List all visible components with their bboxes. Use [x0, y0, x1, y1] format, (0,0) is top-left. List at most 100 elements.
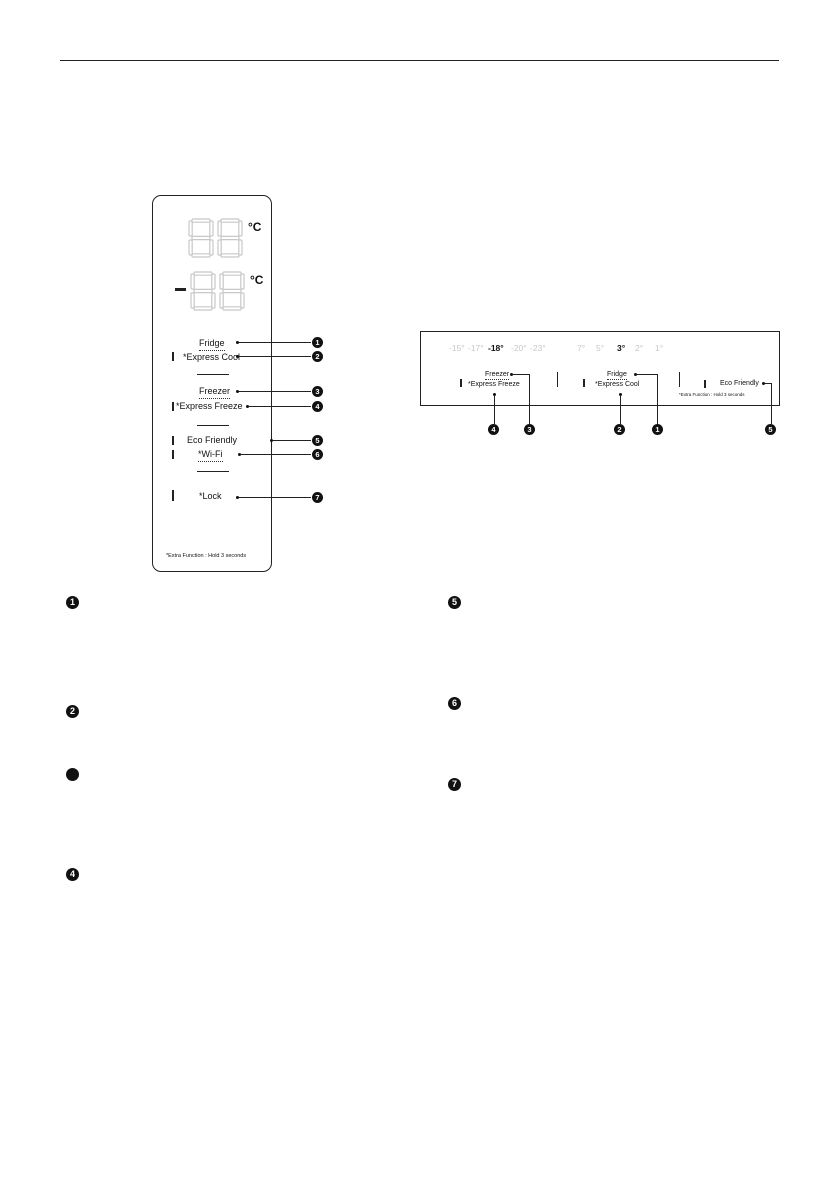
- fridge-temp-option: 1°: [655, 343, 664, 353]
- display-segment: [220, 218, 240, 223]
- eco-friendly-button[interactable]: Eco Friendly: [187, 435, 238, 445]
- display-segment: [217, 220, 222, 237]
- divider: [679, 372, 680, 387]
- express-cool-indicator: [172, 352, 174, 361]
- express-cool-button[interactable]: *Express Cool: [183, 352, 241, 362]
- description-marker-5: 5: [448, 596, 461, 609]
- leader-line: [771, 383, 772, 424]
- divider: [557, 372, 558, 387]
- express-freeze-indicator: [460, 379, 462, 387]
- display-segment: [217, 239, 222, 256]
- display-segment: [193, 288, 213, 294]
- eco-friendly-indicator: [172, 436, 174, 445]
- leader-line: [529, 374, 530, 424]
- leader-line: [513, 374, 529, 375]
- divider: [197, 471, 229, 472]
- display-segment: [222, 306, 242, 311]
- top-rule: [60, 60, 779, 61]
- fridge-temp-selected: 3°: [617, 343, 626, 353]
- fridge-button[interactable]: Fridge: [199, 338, 225, 351]
- freezer-temp-option: -20°: [511, 343, 527, 353]
- leader-dot: [634, 373, 637, 376]
- display-segment: [222, 288, 242, 294]
- display-segment: [191, 218, 211, 223]
- freezer-temp-option: -17°: [468, 343, 484, 353]
- leader-line: [241, 454, 311, 455]
- display-segment: [219, 292, 224, 309]
- callout-4: 4: [488, 424, 499, 435]
- lock-indicator: [172, 490, 174, 501]
- leader-dot: [236, 496, 239, 499]
- leader-dot: [762, 382, 765, 385]
- fridge-temp-option: 7°: [577, 343, 586, 353]
- freezer-unit-label: °C: [250, 273, 264, 287]
- display-segment: [222, 271, 242, 276]
- leader-dot: [510, 373, 513, 376]
- leader-line: [239, 356, 311, 357]
- display-segment: [220, 235, 240, 241]
- leader-line: [765, 383, 771, 384]
- fridge-unit-label: °C: [248, 220, 262, 234]
- leader-dot: [270, 439, 273, 442]
- display-segment: [220, 253, 240, 258]
- leader-dot: [493, 393, 496, 396]
- leader-dot: [238, 453, 241, 456]
- leader-dot: [236, 355, 239, 358]
- display-segment: [209, 220, 214, 237]
- wifi-button[interactable]: *Wi-Fi: [198, 449, 223, 462]
- description-marker-3: [66, 768, 79, 781]
- leader-dot: [246, 405, 249, 408]
- display-segment: [209, 239, 214, 256]
- extra-function-footnote: *Extra Function : Hold 3 seconds: [679, 392, 745, 397]
- display-segment: [188, 239, 193, 256]
- express-cool-button[interactable]: *Express Cool: [595, 381, 640, 388]
- fridge-temperature-display: °C: [187, 218, 261, 260]
- fridge-button[interactable]: Fridge: [607, 371, 627, 380]
- leader-line: [249, 406, 311, 407]
- vertical-control-panel: °C °C Fridge *Express Cool Freezer *Expr…: [152, 195, 272, 572]
- leader-dot: [236, 390, 239, 393]
- callout-1: 1: [312, 337, 323, 348]
- display-segment: [193, 306, 213, 311]
- horizontal-control-panel: -15° -17° -18° -20° -23° 7° 5° 3° 2° 1° …: [420, 331, 780, 406]
- freezer-temp-option: -23°: [530, 343, 546, 353]
- description-marker-1: 1: [66, 596, 79, 609]
- callout-2: 2: [312, 351, 323, 362]
- display-segment: [193, 271, 213, 276]
- description-marker-4: 4: [66, 868, 79, 881]
- fridge-temp-option: 2°: [635, 343, 644, 353]
- display-segment: [238, 239, 243, 256]
- freezer-seven-segment-digits: [190, 271, 245, 311]
- display-segment: [211, 292, 216, 309]
- eco-friendly-button[interactable]: Eco Friendly: [720, 380, 759, 387]
- display-segment: [211, 273, 216, 290]
- express-cool-indicator: [583, 379, 585, 387]
- express-freeze-indicator: [172, 402, 174, 411]
- display-segment: [191, 235, 211, 241]
- callout-5: 5: [312, 435, 323, 446]
- express-freeze-button[interactable]: *Express Freeze: [468, 381, 520, 388]
- divider: [197, 374, 229, 375]
- callout-2: 2: [614, 424, 625, 435]
- leader-line: [620, 396, 621, 424]
- leader-line: [239, 391, 311, 392]
- freezer-temp-selected: -18°: [488, 343, 504, 353]
- callout-6: 6: [312, 449, 323, 460]
- wifi-indicator: [172, 450, 174, 459]
- freezer-button[interactable]: Freezer: [485, 371, 510, 380]
- minus-sign: [175, 288, 186, 291]
- leader-line: [494, 396, 495, 424]
- leader-line: [273, 440, 311, 441]
- callout-4: 4: [312, 401, 323, 412]
- description-marker-6: 6: [448, 697, 461, 710]
- display-segment: [191, 253, 211, 258]
- lock-button[interactable]: *Lock: [199, 491, 222, 501]
- eco-friendly-indicator: [704, 380, 706, 388]
- display-segment: [219, 273, 224, 290]
- leader-dot: [619, 393, 622, 396]
- freezer-temperature-display: °C: [175, 271, 263, 313]
- express-freeze-button[interactable]: *Express Freeze: [176, 401, 243, 411]
- freezer-button[interactable]: Freezer: [199, 386, 231, 399]
- divider: [197, 425, 229, 426]
- display-segment: [238, 220, 243, 237]
